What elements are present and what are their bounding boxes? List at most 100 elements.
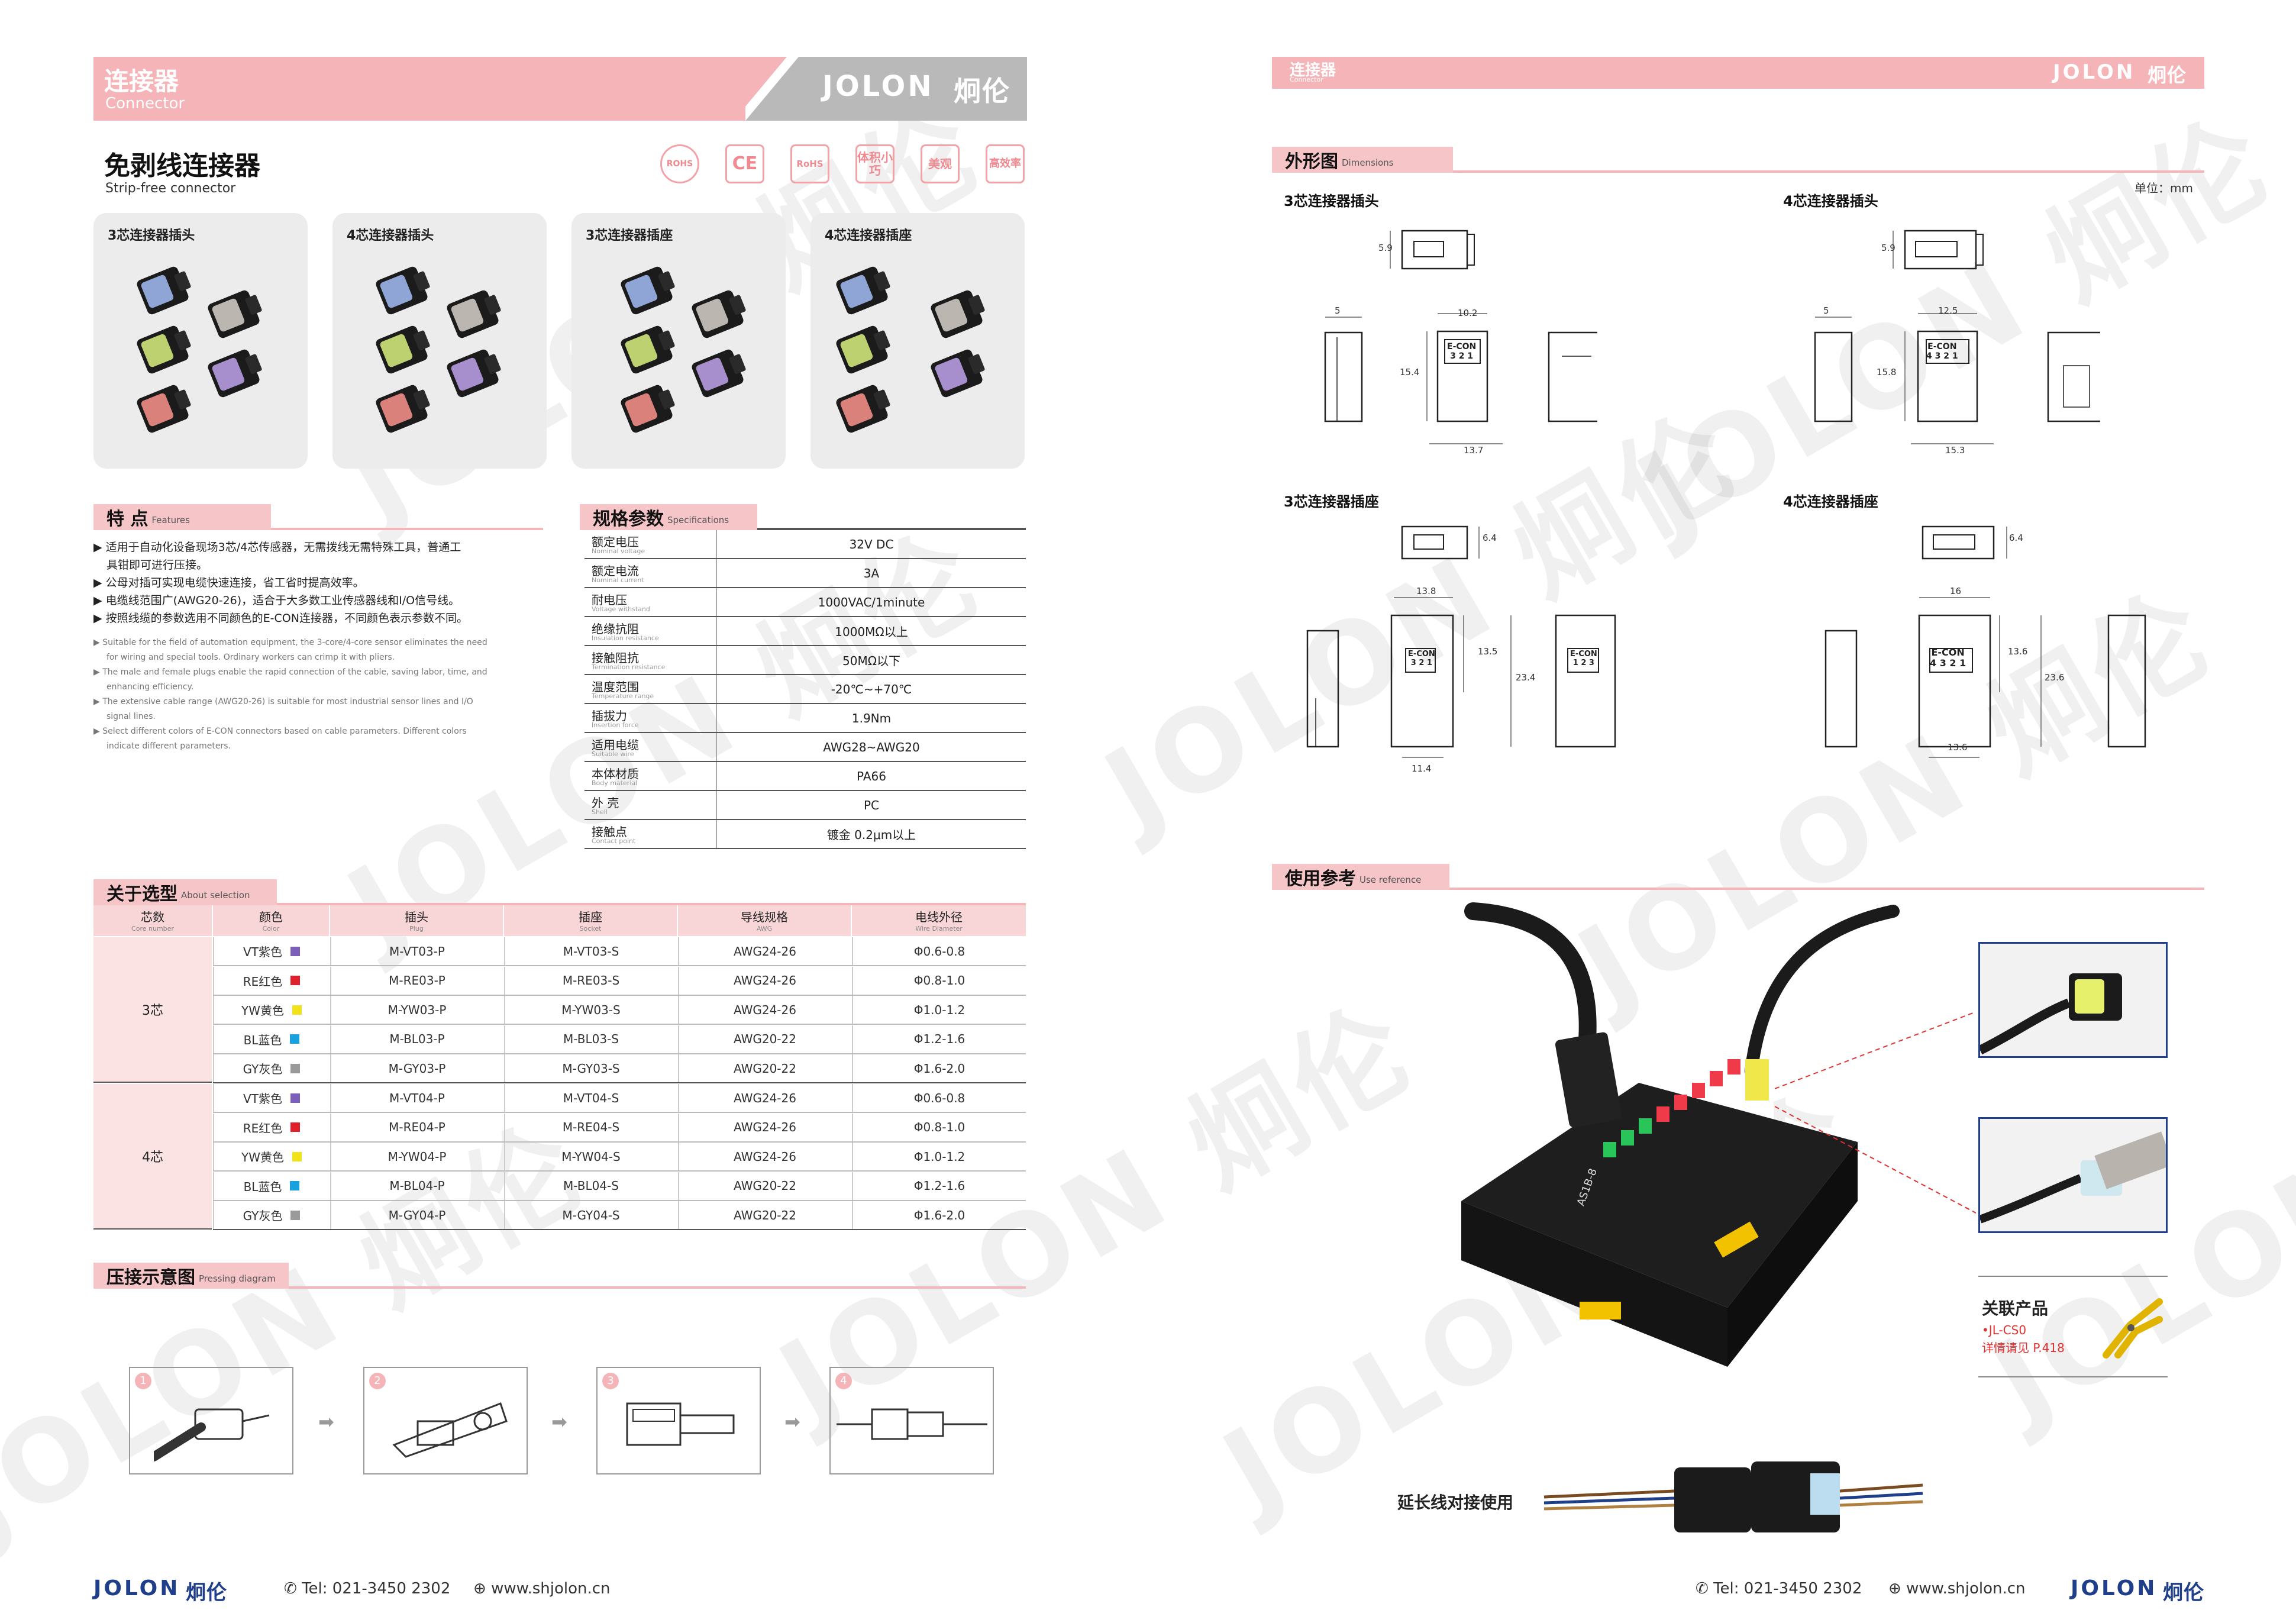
left-footer-web[interactable]: ⊕ www.shjolon.cn: [473, 1580, 611, 1598]
plug4-title: 4芯连接器插头: [1783, 193, 1878, 209]
spec-key-en: Contact point: [592, 837, 636, 845]
feature-en-line: ▶ The extensive cable range (AWG20-26) i…: [93, 697, 473, 706]
step-number: 2: [369, 1373, 386, 1389]
socket3-drawing: [1306, 525, 1616, 758]
features-title: 特 点: [106, 509, 148, 530]
spec-value: 3A: [716, 559, 1026, 587]
cell-socket: M-RE03-S: [504, 966, 677, 995]
dimensions-heading: 外形图 Dimensions: [1272, 147, 2204, 173]
color-swatch: [290, 1210, 301, 1220]
left-header-gray-slant: [745, 57, 1027, 121]
dim-value: 23.4: [1516, 672, 1536, 683]
left-header-logo: JOLON: [822, 70, 934, 103]
arrow-icon: ➡: [318, 1411, 334, 1433]
related-page[interactable]: 详情请见 P.418: [1982, 1341, 2065, 1355]
cell-awg: AWG24-26: [678, 937, 851, 965]
color-swatch: [290, 1063, 301, 1073]
spec-key: 绝缘抗阻: [592, 622, 639, 636]
right-footer-logo: JOLON: [2071, 1576, 2158, 1601]
specs-title-en: Specifications: [667, 515, 729, 525]
spec-key: 本体材质: [592, 767, 639, 781]
related-title: 关联产品: [1982, 1299, 2049, 1318]
feature-en-line: ▶ Select different colors of E-CON conne…: [93, 727, 467, 736]
feature-line: ▶ 电缆线范围广(AWG20-26)，适合于大多数工业传感器线和I/O信号线。: [93, 594, 460, 607]
left-header-logo-cn: 炯伦: [954, 75, 1010, 107]
cell-color: YW黄色: [213, 1143, 329, 1171]
group-4-core: 4芯: [93, 1084, 212, 1230]
cell-socket: M-GY04-S: [504, 1201, 677, 1230]
dim-value: 12.5: [1938, 305, 1958, 316]
spec-value: 1.9Nm: [716, 704, 1026, 732]
cell-color: RE红色: [213, 1113, 329, 1141]
right-footer-web[interactable]: ⊕ www.shjolon.cn: [1888, 1580, 2026, 1598]
spec-key: 适用电缆: [592, 738, 639, 752]
cell-socket: M-YW04-S: [504, 1143, 677, 1171]
features-list: ▶ 适用于自动化设备现场3芯/4芯传感器，无需拨线无需特殊工具，普通工 具钳即可…: [93, 538, 543, 754]
badge-rohs-seal: ROHS: [660, 144, 699, 183]
related-divider-top: [1978, 1276, 2168, 1277]
use-reference-title-en: Use reference: [1359, 875, 1422, 885]
feature-en-line: ▶ Suitable for the field of automation e…: [93, 638, 487, 647]
cell-diameter: Φ1.2-1.6: [852, 1025, 1026, 1053]
left-footer-logo: JOLON: [93, 1576, 180, 1601]
color-swatch: [292, 1151, 302, 1161]
cell-color: GY灰色: [213, 1054, 329, 1083]
arrow-icon: ➡: [784, 1411, 800, 1433]
right-footer-logo-cn: 炯伦: [2163, 1581, 2204, 1605]
socket4-drawing: [1824, 525, 2146, 758]
badge-compact: 体积小巧: [855, 144, 894, 183]
dim-value: 5.9: [1881, 243, 1895, 253]
socket4-title: 4芯连接器插座: [1783, 493, 1878, 510]
related-item[interactable]: •JL-CS0: [1982, 1323, 2027, 1337]
right-header-logo: JOLON: [2053, 60, 2136, 84]
pressing-step-4: 4: [829, 1367, 994, 1474]
pressing-heading: 压接示意图 Pressing diagram: [93, 1263, 1026, 1289]
dim-value: 15.8: [1877, 367, 1897, 377]
specs-title: 规格参数: [593, 509, 664, 530]
cell-plug: M-YW04-P: [330, 1143, 503, 1171]
card-4-core-plug: 4芯连接器插头: [332, 213, 547, 469]
feature-line: ▶ 适用于自动化设备现场3芯/4芯传感器，无需拨线无需特殊工具，普通工: [93, 541, 461, 554]
phone-icon: ✆: [1696, 1580, 1714, 1598]
color-swatch: [290, 1034, 300, 1044]
feature-en-line: signal lines.: [106, 712, 156, 721]
cell-diameter: Φ1.0-1.2: [852, 996, 1026, 1024]
plug3-drawing: [1324, 219, 1597, 444]
spec-value: PA66: [716, 762, 1026, 790]
badge-ce: CE: [725, 144, 764, 183]
dim-value: 11.4: [1412, 763, 1432, 774]
plug4-drawing: [1814, 230, 2100, 444]
spec-value: 1000MΩ以上: [716, 617, 1026, 645]
right-header-logo-cn: 炯伦: [2148, 64, 2187, 86]
spec-key-en: Voltage withstand: [592, 605, 650, 613]
related-divider: [1978, 1376, 2168, 1377]
color-swatch: [290, 1093, 300, 1103]
card-4-core-socket: 4芯连接器插座: [810, 213, 1025, 469]
spec-key: 温度范围: [592, 680, 639, 694]
extension-label: 延长线对接使用: [1397, 1493, 1514, 1512]
cell-awg: AWG20-22: [678, 1025, 851, 1053]
unit-label: 单位：mm: [2134, 181, 2193, 195]
left-footer-logo-cn: 炯伦: [186, 1581, 227, 1605]
spec-key: 外 壳: [592, 796, 619, 810]
cell-diameter: Φ0.8-1.0: [852, 966, 1026, 995]
badge-efficiency: 高效率: [986, 144, 1025, 183]
pliers-icon: [2103, 1298, 2163, 1359]
cell-color: VT紫色: [213, 937, 329, 965]
right-header-title: 连接器: [1290, 62, 1336, 79]
